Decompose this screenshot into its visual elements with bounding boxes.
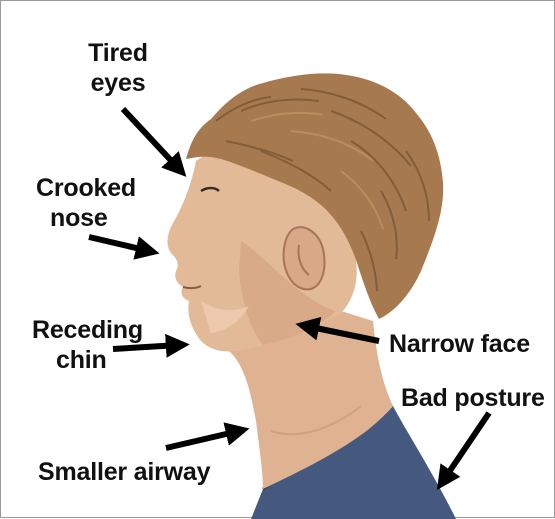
label-tired-eyes-line1: Tired (73, 38, 163, 68)
label-crooked-nose-line2: nose (36, 203, 136, 233)
label-receding-chin: Receding chin (32, 315, 143, 375)
label-crooked-nose: Crooked nose (36, 173, 136, 233)
label-crooked-nose-line1: Crooked (36, 173, 136, 203)
label-narrow-face: Narrow face (389, 329, 530, 359)
label-receding-chin-line1: Receding (32, 315, 143, 345)
label-smaller-airway: Smaller airway (38, 457, 210, 487)
label-tired-eyes-line2: eyes (73, 68, 163, 98)
label-tired-eyes: Tired eyes (73, 38, 163, 98)
label-bad-posture: Bad posture (401, 383, 545, 413)
ear-shape (284, 227, 325, 289)
label-receding-chin-line2: chin (32, 345, 143, 375)
